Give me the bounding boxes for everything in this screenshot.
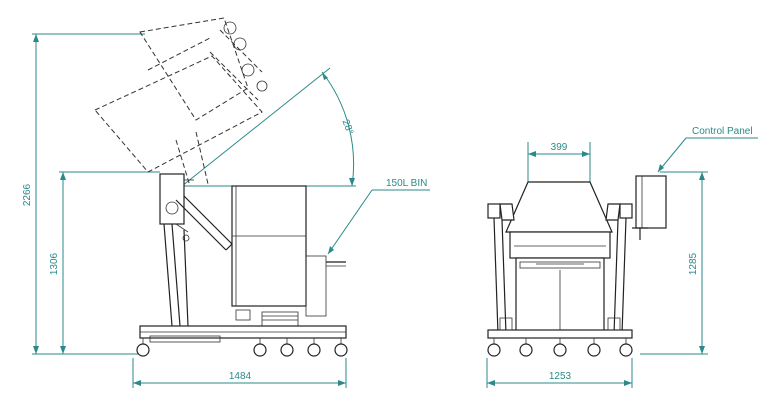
base-width-value: 1253 [549,371,572,382]
hopper-front [505,181,613,333]
bin-side [231,185,346,327]
bin-opening-value: 399 [551,142,568,153]
side-view: 2266 1306 1484 28° [22,17,430,388]
dimension-front-height: 1285 [640,171,708,355]
overall-height-value: 2266 [22,183,33,206]
front-view: 399 1285 1253 [486,126,758,388]
dimension-base-width: 1253 [486,358,633,388]
bin-callout: 150L BIN [327,178,430,255]
wheels-front [487,338,633,357]
control-panel-label: Control Panel [692,126,753,137]
lifting-mast [159,173,233,327]
dimension-overall-height: 2266 [22,33,145,355]
base-length-value: 1484 [229,371,252,382]
bin-label: 150L BIN [386,178,427,189]
control-panel [632,175,667,240]
wheels-side [136,338,348,357]
tilted-bin-outline [94,17,268,187]
control-panel-callout: Control Panel [657,126,758,173]
dimension-tilt-angle: 28° [181,67,356,187]
base-frame-side [139,325,347,343]
lift-height-value: 1306 [49,252,60,275]
front-height-value: 1285 [688,252,699,275]
dimension-bin-opening: 399 [527,142,591,182]
dimension-base-length: 1484 [132,358,347,388]
tilt-angle-value: 28° [340,118,356,136]
dimension-lift-height: 1306 [49,171,160,354]
